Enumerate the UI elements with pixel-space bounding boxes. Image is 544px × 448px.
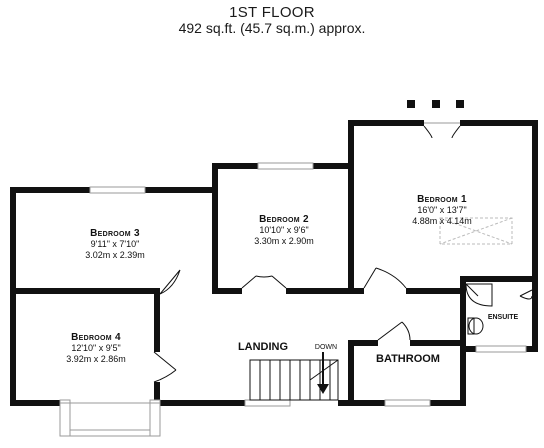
room-dimensions-imperial: 10'10" x 9'6" bbox=[259, 225, 309, 235]
ensuite-fixtures bbox=[465, 283, 533, 335]
french-doors bbox=[407, 100, 464, 139]
room-dimensions-metric: 4.88m x 4.14m bbox=[412, 216, 472, 226]
room-label-bedroom-3: Bedroom 3 9'11" x 7'10" 3.02m x 2.39m bbox=[65, 228, 165, 261]
stairs-label: DOWN bbox=[314, 344, 338, 351]
room-label-bedroom-4: Bedroom 4 12'10" x 9'5" 3.92m x 2.86m bbox=[44, 332, 148, 365]
room-dimensions-imperial: 12'10" x 9'5" bbox=[71, 343, 121, 353]
room-dimensions-metric: 3.92m x 2.86m bbox=[66, 354, 126, 364]
stairs-arrow bbox=[317, 352, 329, 394]
room-label-ensuite: ENSUITE bbox=[487, 314, 519, 321]
door-swings bbox=[153, 267, 533, 383]
room-dimensions-imperial: 16'0" x 13'7" bbox=[417, 205, 467, 215]
room-dimensions-metric: 3.02m x 2.39m bbox=[85, 250, 145, 260]
room-name: Bedroom 2 bbox=[259, 214, 309, 225]
room-name: Bedroom 4 bbox=[71, 332, 121, 343]
room-label-bedroom-2: Bedroom 2 10'10" x 9'6" 3.30m x 2.90m bbox=[234, 214, 334, 247]
room-label-bathroom: BATHROOM bbox=[376, 353, 440, 365]
room-label-bedroom-1: Bedroom 1 16'0" x 13'7" 4.88m x 4.14m bbox=[392, 194, 492, 227]
floor-title: 1ST FLOOR bbox=[229, 4, 315, 21]
staircase bbox=[249, 359, 339, 401]
room-dimensions-imperial: 9'11" x 7'10" bbox=[90, 239, 140, 249]
floor-area: 492 sq.ft. (45.7 sq.m.) approx. bbox=[178, 20, 366, 36]
room-label-landing: LANDING bbox=[237, 341, 289, 353]
room-name: Bedroom 1 bbox=[417, 194, 467, 205]
room-name: Bedroom 3 bbox=[90, 228, 140, 239]
skylight bbox=[439, 217, 513, 245]
room-dimensions-metric: 3.30m x 2.90m bbox=[254, 236, 314, 246]
windows bbox=[59, 162, 527, 437]
